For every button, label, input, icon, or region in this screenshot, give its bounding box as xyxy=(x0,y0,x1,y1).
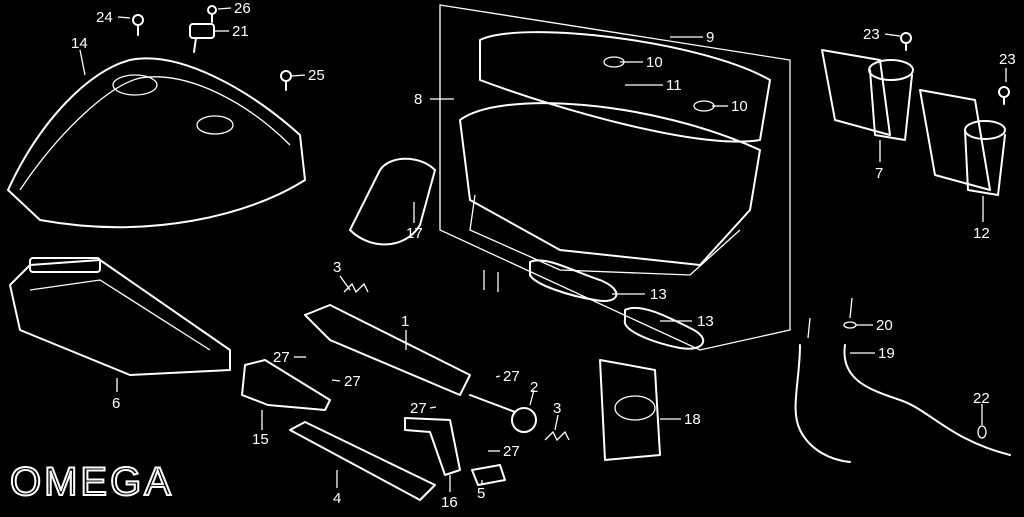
callout-27a: 27 xyxy=(273,349,290,366)
omega-logo: OMEGA xyxy=(10,460,174,504)
funnel-12 xyxy=(919,89,1006,196)
gasket-13a xyxy=(529,259,618,302)
callout-10a: 10 xyxy=(646,54,663,71)
air-cleaner-case xyxy=(439,4,791,351)
resonator-18 xyxy=(599,359,661,461)
gasket-13b xyxy=(623,306,705,350)
callout-20: 20 xyxy=(876,317,893,334)
callout-25: 25 xyxy=(308,67,325,84)
callout-8: 8 xyxy=(414,91,422,108)
callout-14: 14 xyxy=(71,35,88,52)
screw-23a xyxy=(900,32,912,51)
callout-6: 6 xyxy=(112,395,120,412)
leader-lines xyxy=(79,7,1007,492)
screw-23b xyxy=(998,86,1010,105)
bracket-15 xyxy=(241,359,331,411)
callout-24: 24 xyxy=(96,9,113,26)
callout-23a: 23 xyxy=(863,26,880,43)
callout-7: 7 xyxy=(875,165,883,182)
callout-9: 9 xyxy=(706,29,714,46)
plate-4 xyxy=(289,421,436,501)
callout-22: 22 xyxy=(973,390,990,407)
hose-19 xyxy=(843,344,1011,456)
air-cleaner-cover xyxy=(7,57,306,229)
spring-3a xyxy=(343,282,369,294)
callout-13a: 13 xyxy=(650,286,667,303)
hose-left xyxy=(794,344,851,463)
callout-5: 5 xyxy=(477,485,485,502)
callout-17: 17 xyxy=(406,225,423,242)
callout-26: 26 xyxy=(234,0,251,17)
screw-24 xyxy=(132,14,144,36)
callout-11: 11 xyxy=(666,77,682,94)
callout-2: 2 xyxy=(530,379,538,396)
callout-21: 21 xyxy=(232,23,249,40)
callout-12: 12 xyxy=(973,225,990,242)
callout-numbers: 24 26 21 14 25 9 10 11 10 8 23 23 7 12 1… xyxy=(71,0,1016,511)
callout-15: 15 xyxy=(252,431,269,448)
clamp-22 xyxy=(977,425,987,439)
callout-19: 19 xyxy=(878,345,895,362)
callout-16: 16 xyxy=(441,494,458,511)
spring-3b xyxy=(544,430,570,442)
callout-23b: 23 xyxy=(999,51,1016,68)
callout-4: 4 xyxy=(333,490,341,507)
callout-27e: 27 xyxy=(503,443,520,460)
clamp-20 xyxy=(843,321,857,329)
bracket-16 xyxy=(404,417,461,476)
air-filter-element-6 xyxy=(9,257,231,376)
screw-25 xyxy=(280,70,292,91)
callout-3a: 3 xyxy=(333,259,341,276)
callout-13b: 13 xyxy=(697,313,714,330)
valve-2 xyxy=(469,394,537,433)
callout-1: 1 xyxy=(401,313,409,330)
callout-3b: 3 xyxy=(553,400,561,417)
plate-1 xyxy=(304,304,471,396)
sensor-21 xyxy=(189,23,215,53)
intake-duct-17 xyxy=(349,157,436,246)
bolt-26 xyxy=(207,5,217,23)
callout-27d: 27 xyxy=(410,400,427,417)
funnel-7 xyxy=(821,49,914,141)
direction-arrows xyxy=(483,270,853,339)
callout-27b: 27 xyxy=(344,373,361,390)
callout-10b: 10 xyxy=(731,98,748,115)
clip-5 xyxy=(471,464,506,486)
callout-27c: 27 xyxy=(503,368,520,385)
callout-18: 18 xyxy=(684,411,701,428)
